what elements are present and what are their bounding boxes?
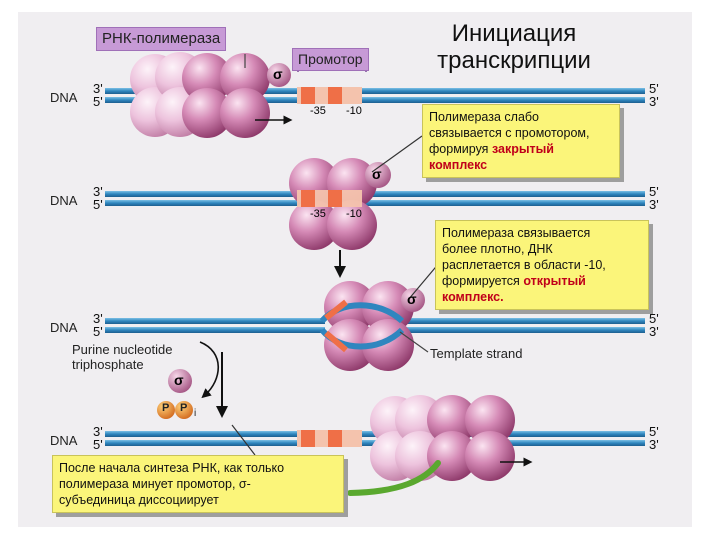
row4-right-top: 5' (649, 424, 659, 439)
row1-left-top: 3' (93, 81, 103, 96)
dna-row-3 (105, 318, 645, 333)
dna-row-1 (105, 87, 645, 104)
row2-right-top: 5' (649, 184, 659, 199)
sigma-factor-row-3 (401, 288, 425, 312)
row1-right-bottom: 3' (649, 94, 659, 109)
sigma-factor-row-2 (365, 162, 391, 188)
sigma-label-3: σ (407, 291, 417, 307)
callout-sigma-release: После начала синтеза РНК, как только пол… (52, 455, 344, 513)
sigma-factor-row-1 (267, 63, 291, 87)
row3-left-bottom: 5' (93, 324, 103, 339)
phosphate-label-1: P (162, 402, 170, 414)
row1-left-bottom: 5' (93, 94, 103, 109)
open-line-4: формируется открытый (442, 273, 642, 289)
callout-open-complex: Полимераза связывается более плотно, ДНК… (435, 220, 649, 310)
closed-complex-term: закрытый (491, 142, 554, 156)
callout-closed-complex: Полимераза слабо связывается с промоторо… (422, 104, 620, 178)
purine-line-2: triphosphate (72, 357, 144, 372)
row3-left-top: 3' (93, 311, 103, 326)
phosphate-label-2: P (180, 402, 188, 414)
sigma-label-4: σ (174, 372, 184, 388)
closed-line-3: формируя закрытый (429, 141, 613, 157)
open-line-2: более плотно, ДНК (442, 242, 553, 256)
closed-line-3-text: формируя (429, 142, 492, 156)
row2-minus35: -35 (310, 208, 326, 220)
purine-label: Purine nucleotide triphosphate (72, 342, 172, 372)
dna-row-2 (105, 191, 645, 206)
open-complex-term: открытый (523, 274, 586, 288)
open-line-1: Полимераза связывается (442, 226, 591, 240)
promoter-row-2 (297, 190, 362, 207)
rna-polymerase-row-3 (324, 281, 414, 371)
rna-polymerase-label: РНК-полимераза (96, 27, 227, 51)
release-line-1: После начала синтеза РНК, как только (59, 461, 285, 475)
row3-right-bottom: 3' (649, 324, 659, 339)
nucleotide-arrow (199, 341, 219, 399)
row1-right-top: 5' (649, 81, 659, 96)
release-line-2: полимераза минует промотор, σ- (59, 477, 251, 491)
sigma-label-2: σ (372, 166, 382, 182)
open-line-3: расплетается в области -10, (442, 258, 606, 272)
pointer-release (231, 424, 256, 456)
rna-transcript (347, 460, 441, 496)
row4-left-bottom: 5' (93, 437, 103, 452)
closed-line-2: связывается с промотором, (429, 126, 590, 140)
closed-line-1: Полимераза слабо (429, 110, 540, 124)
row3-right-top: 5' (649, 311, 659, 326)
purine-line-1: Purine nucleotide (72, 342, 173, 357)
dna-label-2: DNA (50, 193, 78, 208)
rna-polymerase-row-4 (370, 395, 515, 481)
release-line-3: субъединица диссоциирует (59, 493, 219, 507)
phosphate-i-label: i (194, 408, 197, 419)
dna-label-3: DNA (50, 320, 78, 335)
open-line-5: комплекс. (442, 290, 504, 304)
row1-minus35: -35 (310, 105, 326, 117)
melted-dna-bubble (319, 299, 405, 353)
released-sigma (168, 369, 192, 393)
row1-minus10: -10 (346, 105, 362, 117)
pointer-closed-complex (371, 135, 423, 173)
rna-polymerase-row-1 (130, 52, 270, 138)
title-line-2: транскрипции (437, 47, 591, 74)
title-line-1: Инициация (451, 20, 577, 47)
row4-left-top: 3' (93, 424, 103, 439)
open-line-4-text: формируется (442, 274, 524, 288)
pointer-template-strand (399, 331, 429, 353)
pointer-open-complex (407, 261, 441, 301)
row2-minus10: -10 (346, 208, 362, 220)
row2-right-bottom: 3' (649, 197, 659, 212)
template-strand-label: Template strand (430, 346, 523, 361)
sigma-label-1: σ (273, 66, 283, 82)
closed-line-4: комплекс (429, 158, 488, 172)
dna-label-1: DNA (50, 90, 78, 105)
row4-right-bottom: 3' (649, 437, 659, 452)
page-title: Инициация транскрипции (428, 20, 600, 74)
row2-left-top: 3' (93, 184, 103, 199)
promoter-label: Промотор (292, 48, 369, 71)
dna-label-4: DNA (50, 433, 78, 448)
row2-left-bottom: 5' (93, 197, 103, 212)
pyrophosphate (157, 401, 193, 419)
